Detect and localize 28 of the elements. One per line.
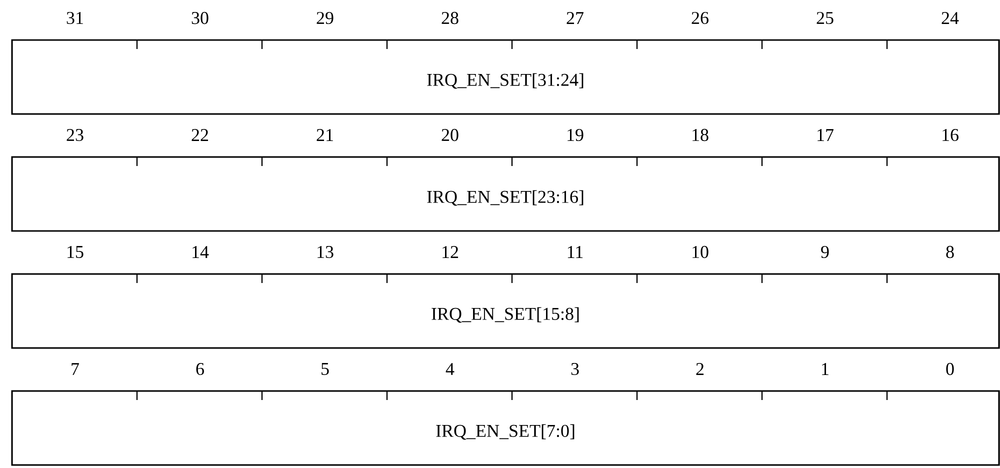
- bit-number: 14: [192, 246, 209, 258]
- register-field-box: IRQ_EN_SET[23:16]: [11, 156, 1000, 232]
- bit-number: 1: [822, 363, 828, 375]
- bit-number: 18: [692, 128, 708, 142]
- bit-number: 8: [946, 246, 954, 258]
- register-field-box: IRQ_EN_SET[15:8]: [11, 273, 1000, 349]
- bit-number: 7: [72, 363, 79, 375]
- bit-number: 16: [942, 128, 958, 142]
- bit-number: 19: [568, 128, 584, 142]
- bit-number: 11: [568, 246, 583, 258]
- register-field-box: IRQ_EN_SET[31:24]: [11, 39, 1000, 115]
- bit-number: 9: [821, 246, 829, 258]
- bit-number: 0: [946, 362, 954, 376]
- bit-number: 21: [316, 129, 333, 141]
- bit-number: 13: [318, 246, 334, 258]
- bit-number: 17: [818, 129, 834, 141]
- bit-number: 23: [66, 128, 84, 142]
- bit-number: 22: [192, 129, 208, 141]
- bit-number: 3: [571, 362, 579, 376]
- bit-number: 2: [696, 363, 704, 375]
- bit-number: 6: [196, 362, 204, 376]
- bit-number: 20: [442, 128, 458, 142]
- register-field-box: IRQ_EN_SET[7:0]: [11, 390, 1000, 466]
- bit-number: 10: [692, 246, 708, 258]
- bit-number: 4: [446, 363, 454, 375]
- bit-number: 12: [442, 246, 458, 258]
- bit-number: 5: [322, 363, 329, 375]
- bit-number: 15: [68, 246, 84, 258]
